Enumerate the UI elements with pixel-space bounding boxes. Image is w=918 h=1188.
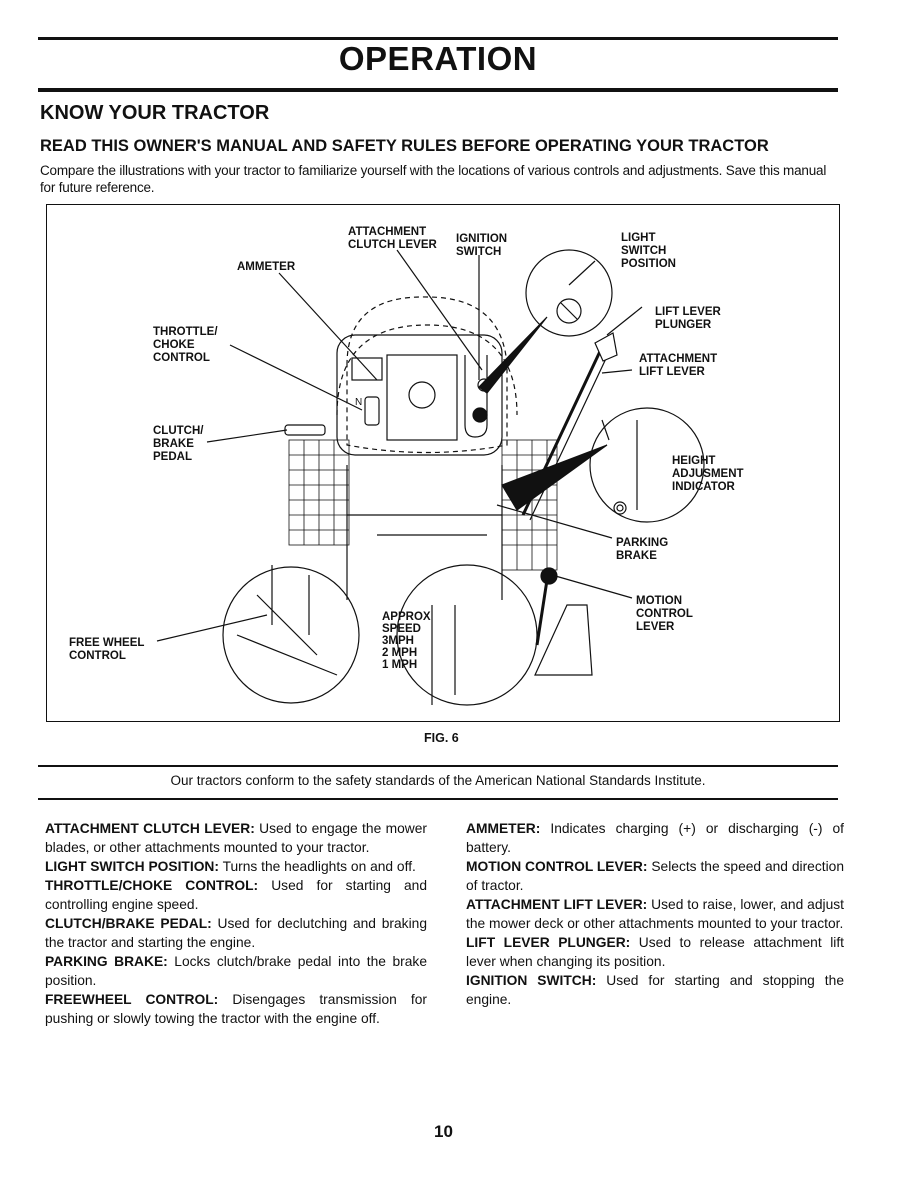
note-rule-bottom: [38, 798, 838, 800]
description-item: AMMETER: Indicates charging (+) or disch…: [466, 819, 844, 857]
description-item: CLUTCH/BRAKE PEDAL: Used for declutching…: [45, 914, 427, 952]
description-text: Used to engage the mower blades, or othe…: [45, 821, 428, 855]
description-text: Turns the headlights on and off.: [218, 859, 416, 874]
description-item: ATTACHMENT LIFT LEVER: Used to raise, lo…: [466, 895, 844, 933]
description-text: Locks clutch/brake pedal into the brake …: [45, 954, 427, 988]
title-rule: [38, 88, 838, 92]
page-title: OPERATION: [338, 40, 538, 77]
descriptions-right-column: AMMETER: Indicates charging (+) or disch…: [466, 819, 844, 1009]
description-term: IGNITION SWITCH:: [466, 973, 597, 988]
description-term: CLUTCH/BRAKE PEDAL:: [45, 916, 212, 931]
description-text: Used for starting and stopping the engin…: [466, 973, 844, 1007]
description-term: MOTION CONTROL LEVER:: [466, 859, 648, 874]
figure-caption: FIG. 6: [424, 731, 459, 745]
page-number: 10: [434, 1122, 453, 1141]
label-ammeter: AMMETER: [237, 261, 296, 273]
section-heading: KNOW YOUR TRACTOR: [40, 102, 270, 124]
description-text: Used to raise, lower, and adjust the mow…: [466, 897, 844, 931]
description-text: Used for declutching and braking the tra…: [45, 916, 427, 950]
description-text: Used for starting and controlling engine…: [45, 878, 428, 912]
description-term: LIFT LEVER PLUNGER:: [466, 935, 631, 950]
description-item: LIGHT SWITCH POSITION: Turns the headlig…: [45, 857, 427, 876]
description-text: Used to release attachment lift lever wh…: [466, 935, 845, 969]
description-term: AMMETER:: [466, 821, 541, 836]
description-item: THROTTLE/CHOKE CONTROL: Used for startin…: [45, 876, 427, 914]
description-text: Disengages transmission for pushing or s…: [45, 992, 427, 1026]
description-item: IGNITION SWITCH: Used for starting and s…: [466, 971, 844, 1009]
descriptions-left-column: ATTACHMENT CLUTCH LEVER: Used to engage …: [45, 819, 427, 1028]
standards-note: Our tractors conform to the safety stand…: [170, 773, 706, 788]
safety-subheading: READ THIS OWNER'S MANUAL AND SAFETY RULE…: [40, 137, 769, 155]
description-term: THROTTLE/CHOKE CONTROL:: [45, 878, 259, 893]
description-term: ATTACHMENT CLUTCH LEVER:: [45, 821, 255, 836]
description-text: Selects the speed and direction of tract…: [466, 859, 844, 893]
note-rule-top: [38, 765, 838, 767]
description-term: ATTACHMENT LIFT LEVER:: [466, 897, 648, 912]
intro-paragraph: Compare the illustrations with your trac…: [40, 163, 827, 195]
label-gear-n: N: [355, 397, 362, 408]
description-item: ATTACHMENT CLUTCH LEVER: Used to engage …: [45, 819, 427, 857]
description-term: FREEWHEEL CONTROL:: [45, 992, 219, 1007]
description-term: LIGHT SWITCH POSITION:: [45, 859, 219, 874]
description-text: Indicates charging (+) or discharging (-…: [466, 821, 844, 855]
description-item: MOTION CONTROL LEVER: Selects the speed …: [466, 857, 844, 895]
description-item: LIFT LEVER PLUNGER: Used to release atta…: [466, 933, 844, 971]
top-rule: [38, 37, 838, 40]
description-item: PARKING BRAKE: Locks clutch/brake pedal …: [45, 952, 427, 990]
description-item: FREEWHEEL CONTROL: Disengages transmissi…: [45, 990, 427, 1028]
description-term: PARKING BRAKE:: [45, 954, 168, 969]
